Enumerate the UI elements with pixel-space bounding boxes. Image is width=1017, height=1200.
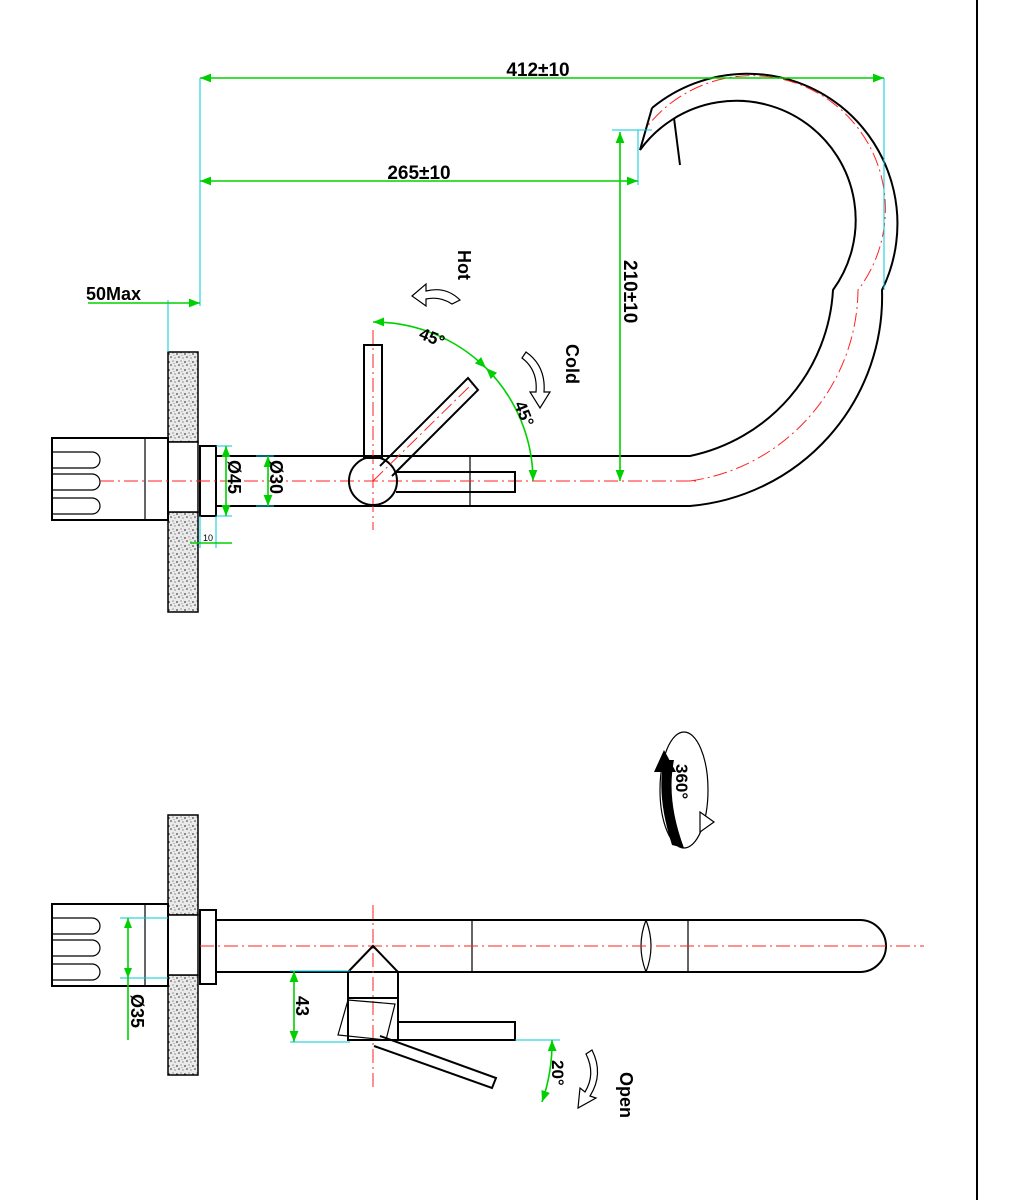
wall-section-lower	[167, 974, 199, 1076]
cold-label: Cold	[562, 344, 582, 384]
cold-angle-label: 45°	[510, 398, 537, 429]
rotation-360-icon: 360°	[654, 731, 716, 849]
flange-depth-label: 10	[203, 533, 213, 543]
rear-body	[51, 903, 169, 987]
wall-opening	[167, 914, 199, 976]
flange-diameter-label: Ø45	[224, 460, 244, 494]
hot-direction-arrow	[411, 282, 462, 308]
cold-angle-arc	[485, 367, 538, 482]
lever-horizontal	[396, 471, 516, 493]
handle-offset-label: 43	[292, 996, 312, 1016]
spout-outer-edge	[216, 99, 857, 457]
tube-diameter-label: Ø30	[266, 460, 286, 494]
wall-section-upper	[167, 814, 199, 916]
top-view: 43 20° Open Ø35 360°	[51, 731, 924, 1118]
open-label: Open	[616, 1072, 636, 1118]
lever-open	[373, 1035, 498, 1090]
rear-body	[51, 437, 169, 521]
lever-horizontal	[398, 1021, 516, 1041]
body-diameter-label: Ø35	[127, 994, 147, 1028]
wall-thickness-label: 50Max	[86, 284, 141, 304]
flange	[199, 909, 217, 985]
hot-label: Hot	[454, 250, 474, 280]
handle-base	[347, 944, 399, 999]
spout-height-label: 210±10	[619, 260, 640, 323]
wall-section-lower	[167, 511, 199, 613]
open-angle-label: 20°	[548, 1060, 567, 1086]
overall-length-label: 412±10	[506, 60, 569, 81]
lever-45	[379, 376, 480, 477]
handle-tilted	[337, 999, 396, 1041]
spout-inner-edge	[216, 72, 899, 507]
open-angle-arc	[541, 1039, 557, 1103]
spout-outlet	[639, 107, 653, 151]
handle-body	[347, 998, 399, 1041]
rotation-label: 360°	[672, 764, 691, 799]
wall-opening	[167, 441, 199, 513]
cold-direction-arrow	[521, 351, 552, 410]
wall-section-upper	[167, 351, 199, 443]
open-direction-arrow	[577, 1049, 599, 1110]
spout-reach-label: 265±10	[387, 163, 450, 184]
hot-angle-arc	[372, 317, 487, 369]
hot-angle-label: 45°	[417, 324, 448, 351]
side-view: 45° 45° Hot Cold 412±10 265±10 210±10 50…	[51, 60, 899, 613]
